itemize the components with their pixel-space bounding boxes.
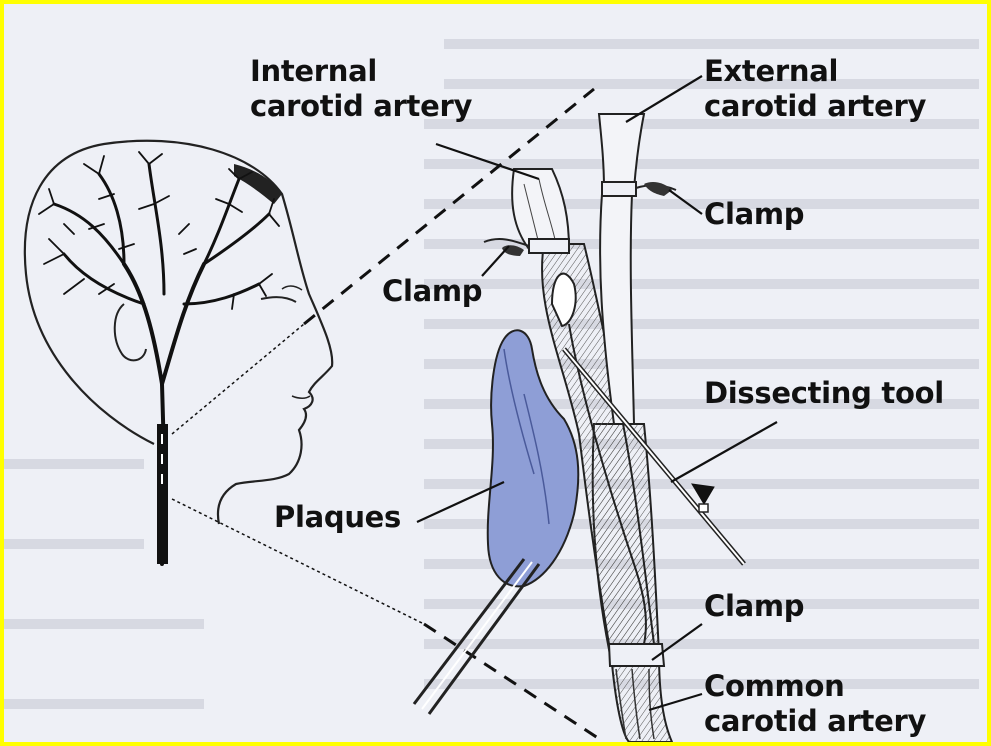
label-external-carotid: External carotid artery [704, 54, 926, 124]
label-clamp-external: Clamp [704, 197, 804, 232]
label-clamp-internal: Clamp [382, 274, 482, 309]
neck-carotid [157, 424, 168, 564]
label-dissecting-tool: Dissecting tool [704, 376, 944, 411]
label-plaques: Plaques [274, 500, 401, 535]
diagram-frame: Internal carotid artery External carotid… [4, 4, 987, 742]
lower-clamp-band [609, 644, 664, 666]
background-page-text [4, 44, 979, 704]
label-internal-carotid: Internal carotid artery [250, 54, 472, 124]
label-clamp-common: Clamp [704, 589, 804, 624]
label-common-carotid: Common carotid artery [704, 669, 926, 739]
